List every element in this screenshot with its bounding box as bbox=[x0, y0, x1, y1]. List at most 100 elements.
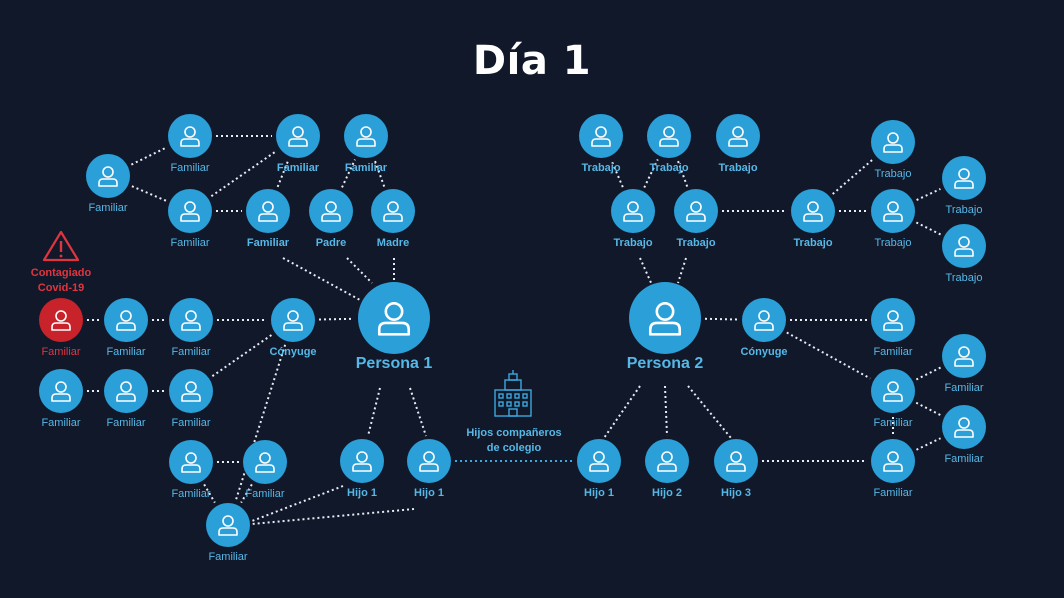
node-label: Trabajo bbox=[793, 237, 832, 249]
node-t7: Trabajo bbox=[871, 189, 915, 249]
node-label: Trabajo bbox=[875, 168, 912, 180]
person-icon bbox=[321, 201, 341, 222]
node-label: Familiar bbox=[208, 551, 247, 563]
person-icon bbox=[954, 417, 974, 438]
person-icon bbox=[181, 310, 201, 331]
person-icon bbox=[180, 201, 200, 222]
person-icon bbox=[356, 126, 376, 147]
edge-t6-t8 bbox=[832, 158, 874, 195]
edge-link-11 bbox=[251, 508, 415, 525]
node-circle bbox=[942, 334, 986, 378]
node-t4: Trabajo bbox=[611, 189, 655, 249]
edge-link-1 bbox=[346, 257, 373, 284]
person-icon bbox=[591, 126, 611, 147]
person-icon bbox=[648, 301, 682, 336]
person-icon bbox=[116, 310, 136, 331]
node-persona1: Persona 1 bbox=[356, 282, 433, 372]
person-icon bbox=[883, 381, 903, 402]
person-icon bbox=[754, 310, 774, 331]
node-t3: Trabajo bbox=[716, 114, 760, 174]
node-f-fam3: Familiar bbox=[344, 114, 388, 174]
node-label: Trabajo bbox=[946, 204, 983, 216]
alert-line2: Covid-19 bbox=[38, 282, 84, 294]
person-icon bbox=[181, 452, 201, 473]
node-label: Familiar bbox=[873, 487, 912, 499]
node-label: Hijo 3 bbox=[721, 487, 751, 499]
warning-triangle-icon bbox=[42, 230, 80, 262]
node-label: Familiar bbox=[944, 382, 983, 394]
person-icon bbox=[657, 451, 677, 472]
node-p1-padre: Padre bbox=[309, 189, 353, 249]
edge-t4-t2 bbox=[643, 159, 659, 188]
person-icon bbox=[954, 236, 974, 257]
node-circle bbox=[647, 114, 691, 158]
node-label: Trabajo bbox=[676, 237, 715, 249]
edge-r2c-p1_conyuge bbox=[211, 334, 273, 377]
node-circle bbox=[716, 114, 760, 158]
node-label: Persona 1 bbox=[356, 355, 433, 372]
person-icon bbox=[258, 201, 278, 222]
person-icon bbox=[883, 310, 903, 331]
node-p2-hijo2: Hijo 2 bbox=[645, 439, 689, 499]
node-infected: Familiar bbox=[39, 298, 83, 358]
node-circle bbox=[206, 503, 250, 547]
node-label: Hijo 1 bbox=[414, 487, 444, 499]
node-label: Familiar bbox=[873, 346, 912, 358]
person-icon bbox=[116, 381, 136, 402]
school-line2: de colegio bbox=[487, 442, 542, 454]
node-label: Trabajo bbox=[613, 237, 652, 249]
node-label: Familiar bbox=[345, 162, 388, 174]
person-icon bbox=[686, 201, 706, 222]
node-label: Familiar bbox=[170, 162, 209, 174]
node-t10: Trabajo bbox=[942, 224, 986, 284]
node-label: Familiar bbox=[171, 417, 210, 429]
node-f-fam1: Familiar bbox=[168, 114, 212, 174]
edge-p1_conyuge-b3 bbox=[234, 344, 287, 501]
node-circle bbox=[358, 282, 430, 354]
person-icon bbox=[181, 381, 201, 402]
node-circle bbox=[742, 298, 786, 342]
edge-link-7 bbox=[603, 385, 641, 439]
node-label: Familiar bbox=[88, 202, 127, 214]
node-circle bbox=[243, 440, 287, 484]
node-circle bbox=[871, 189, 915, 233]
node-p2-fam1: Familiar bbox=[871, 298, 915, 358]
edge-link-9 bbox=[687, 385, 732, 439]
node-label: Familiar bbox=[171, 346, 210, 358]
node-label: Familiar bbox=[944, 453, 983, 465]
edges-layer bbox=[87, 135, 942, 525]
node-circle bbox=[942, 156, 986, 200]
node-t8: Trabajo bbox=[871, 120, 915, 180]
node-r2a: Familiar bbox=[39, 369, 83, 429]
node-label: Familiar bbox=[245, 488, 284, 500]
edge-link-6 bbox=[677, 257, 687, 284]
node-t9: Trabajo bbox=[942, 156, 986, 216]
edge-p2_conyuge-p2_fam3 bbox=[786, 331, 871, 380]
node-circle bbox=[169, 369, 213, 413]
person-icon bbox=[98, 166, 118, 187]
edge-p2_fam5-p2_fam4 bbox=[916, 437, 941, 451]
node-t6: Trabajo bbox=[791, 189, 835, 249]
node-t2: Trabajo bbox=[647, 114, 691, 174]
node-circle bbox=[39, 298, 83, 342]
node-circle bbox=[168, 189, 212, 233]
node-label: Madre bbox=[377, 237, 409, 249]
node-label: Familiar bbox=[106, 417, 145, 429]
person-icon bbox=[419, 451, 439, 472]
node-r2b: Familiar bbox=[104, 369, 148, 429]
node-circle bbox=[271, 298, 315, 342]
node-p2-hijo1: Hijo 1 bbox=[577, 439, 621, 499]
node-circle bbox=[407, 439, 451, 483]
edge-p1_padre-f_fam3 bbox=[341, 159, 356, 188]
person-icon bbox=[288, 126, 308, 147]
node-p2-fam3: Familiar bbox=[871, 369, 915, 429]
edge-link-5 bbox=[639, 257, 653, 286]
node-circle bbox=[579, 114, 623, 158]
node-label: Familiar bbox=[41, 346, 80, 358]
node-p1-conyuge: Cónyuge bbox=[269, 298, 317, 358]
node-p2-hijo3: Hijo 3 bbox=[714, 439, 758, 499]
node-p2-fam2: Familiar bbox=[942, 334, 986, 394]
edge-f_fam4-f_fam1 bbox=[130, 146, 168, 166]
